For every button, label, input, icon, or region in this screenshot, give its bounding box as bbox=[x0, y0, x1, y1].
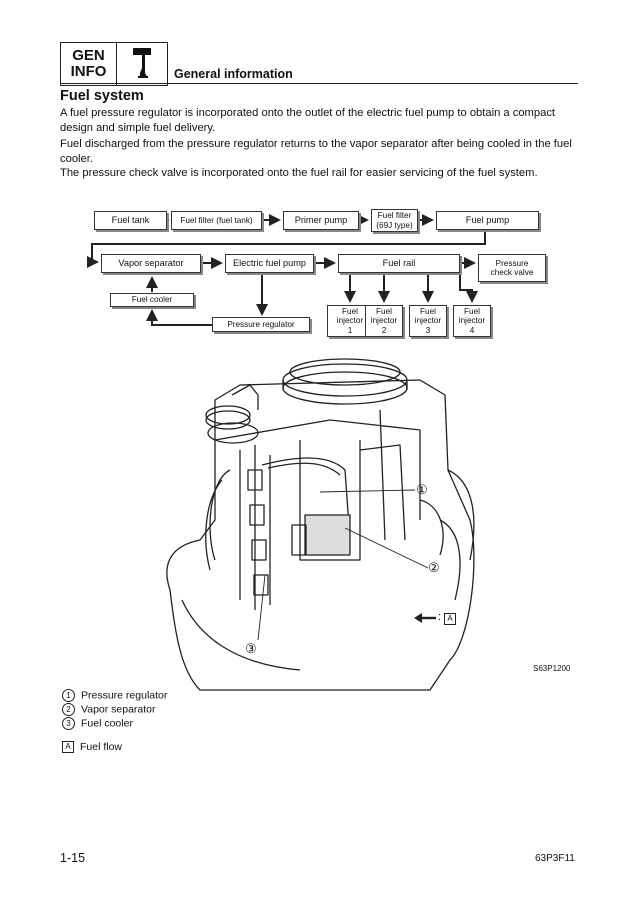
legend-mark-2: 2 bbox=[62, 703, 75, 716]
callout-1: ① bbox=[416, 482, 428, 497]
legend-item-2: 2 Vapor separator bbox=[62, 703, 156, 716]
paragraph-3: The pressure check valve is incorporated… bbox=[60, 167, 538, 179]
legend-flow-mark: A bbox=[62, 741, 74, 754]
injector-4-l2: injector bbox=[458, 316, 486, 326]
box-pressure-regulator: Pressure regulator bbox=[212, 317, 310, 332]
box-fuel-filter-69j: Fuel filter (69J type) bbox=[371, 209, 418, 232]
fuel-filter-69j-line1: Fuel filter bbox=[377, 211, 412, 220]
pressure-check-valve-line2: check valve bbox=[490, 268, 534, 277]
box-fuel-injector-3: Fuel injector 3 bbox=[409, 305, 447, 337]
outboard-motor-icon bbox=[117, 43, 167, 85]
callout-3: ③ bbox=[245, 641, 257, 656]
box-fuel-pump: Fuel pump bbox=[436, 211, 539, 230]
box-fuel-filter-tank: Fuel filter (fuel tank) bbox=[171, 211, 262, 230]
injector-2-l1: Fuel bbox=[376, 306, 392, 316]
box-fuel-tank: Fuel tank bbox=[94, 211, 167, 230]
box-vapor-separator: Vapor separator bbox=[101, 254, 201, 273]
pressure-check-valve-line1: Pressure bbox=[495, 258, 529, 268]
header-title: General information bbox=[174, 67, 293, 81]
injector-2-l2: injector bbox=[370, 316, 398, 326]
callout-2: ② bbox=[428, 560, 440, 575]
box-fuel-rail: Fuel rail bbox=[338, 254, 460, 273]
injector-3-l2: injector bbox=[414, 316, 442, 326]
box-fuel-injector-4: Fuel injector 4 bbox=[453, 305, 491, 337]
paragraph-2: Fuel discharged from the pressure regula… bbox=[60, 138, 572, 166]
legend-label-3: Fuel cooler bbox=[81, 717, 133, 730]
injector-4-l1: Fuel bbox=[464, 306, 480, 316]
figure-code: S63P1200 bbox=[533, 664, 571, 673]
box-fuel-injector-2: Fuel injector 2 bbox=[365, 305, 403, 337]
gen-info-badge: GEN INFO bbox=[60, 42, 168, 86]
section-title: Fuel system bbox=[60, 88, 144, 104]
flow-key-colon: : bbox=[438, 611, 442, 623]
legend-item-1: 1 Pressure regulator bbox=[62, 689, 167, 702]
info-label: INFO bbox=[70, 63, 107, 80]
injector-4-l3: 4 bbox=[469, 325, 475, 335]
injector-1-l1: Fuel bbox=[342, 306, 358, 316]
legend-label-1: Pressure regulator bbox=[81, 689, 168, 702]
box-primer-pump: Primer pump bbox=[283, 211, 359, 230]
legend-label-2: Vapor separator bbox=[81, 703, 156, 716]
injector-3-l3: 3 bbox=[425, 325, 431, 335]
page-number: 1-15 bbox=[60, 851, 86, 865]
box-fuel-cooler: Fuel cooler bbox=[110, 293, 194, 307]
box-electric-fuel-pump: Electric fuel pump bbox=[225, 254, 314, 273]
legend-item-3: 3 Fuel cooler bbox=[62, 717, 133, 730]
injector-2-l3: 2 bbox=[381, 325, 387, 335]
gen-label: GEN bbox=[72, 47, 105, 64]
injector-1-l2: injector bbox=[336, 316, 364, 326]
legend-flow-label: Fuel flow bbox=[80, 741, 123, 753]
injector-1-l3: 1 bbox=[347, 325, 353, 335]
header-divider bbox=[60, 83, 578, 84]
paragraph-1: A fuel pressure regulator is incorporate… bbox=[60, 107, 556, 135]
box-pressure-check-valve: Pressure check valve bbox=[478, 254, 546, 282]
injector-3-l1: Fuel bbox=[420, 306, 436, 316]
gen-info-label: GEN INFO bbox=[61, 43, 117, 85]
legend-mark-1: 1 bbox=[62, 689, 75, 702]
fuel-filter-69j-line2: (69J type) bbox=[376, 220, 413, 230]
legend-item-flow: A Fuel flow bbox=[62, 741, 123, 754]
flow-key-letter: A bbox=[444, 613, 456, 625]
legend-mark-3: 3 bbox=[62, 717, 75, 730]
document-code: 63P3F11 bbox=[535, 853, 575, 864]
